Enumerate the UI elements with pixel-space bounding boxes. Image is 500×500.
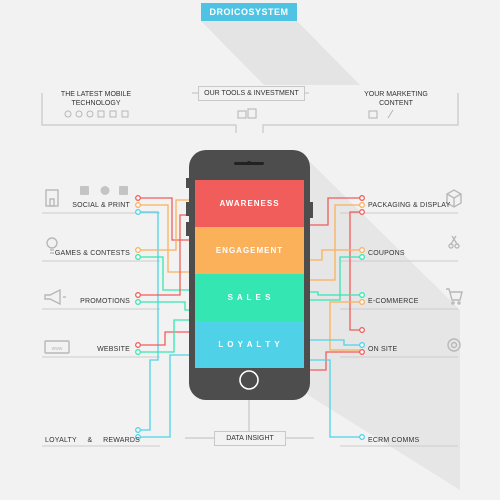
right-item-on-site: ON SITE xyxy=(368,346,398,353)
top-center-label: OUR TOOLS & INVESTMENT xyxy=(198,86,305,101)
segment-awareness: AWARENESS xyxy=(195,180,304,227)
scissors-icon xyxy=(448,235,460,249)
phone-speaker xyxy=(234,162,264,165)
title-shadow xyxy=(201,21,360,85)
cart-icon xyxy=(446,288,463,305)
social-icons xyxy=(80,186,128,195)
bulb-icon xyxy=(46,237,58,254)
box-icon xyxy=(446,189,462,208)
right-item-ecrm-comms: ECRM COMMS xyxy=(368,437,420,444)
twitter-icon xyxy=(119,186,128,195)
content-icons xyxy=(368,109,394,119)
right-connectors xyxy=(310,197,360,438)
building-icon xyxy=(45,189,59,207)
top-right-label: YOUR MARKETING CONTENT xyxy=(364,91,428,107)
left-item-loyalty-rewards: LOYALTY & REWARDS xyxy=(45,437,140,444)
tech-icons xyxy=(64,110,129,118)
facebook-icon xyxy=(80,186,89,195)
megaphone-icon xyxy=(44,288,66,306)
right-item-coupons: COUPONS xyxy=(368,250,405,257)
home-button xyxy=(239,370,259,390)
pinterest-icon xyxy=(100,186,110,195)
segment-sales: S A L E S xyxy=(195,274,304,321)
top-left-label: THE LATEST MOBILE TECHNOLOGY xyxy=(60,91,132,107)
left-item-social-print: SOCIAL & PRINT xyxy=(72,202,130,209)
left-item-games-contests: GAMES & CONTESTS xyxy=(54,250,130,257)
tools-icon xyxy=(237,108,257,119)
page-title: DROICOSYSTEM xyxy=(201,3,297,21)
svg-text:www: www xyxy=(52,346,63,352)
at-icon xyxy=(447,338,461,352)
right-item-packaging-display: PACKAGING & DISPLAY xyxy=(368,202,451,209)
left-dots xyxy=(135,195,141,440)
data-insight-label: DATA INSIGHT xyxy=(214,431,286,446)
left-dividers xyxy=(42,212,160,447)
segment-loyalty: L O Y A L T Y xyxy=(195,321,304,368)
phone-shadow xyxy=(308,160,460,490)
left-connectors xyxy=(140,197,190,438)
segment-engagement: ENGAGEMENT xyxy=(195,227,304,274)
right-dots xyxy=(359,195,365,440)
left-item-website: WEBSITE xyxy=(97,346,130,353)
left-item-promotions: PROMOTIONS xyxy=(80,298,130,305)
www-icon xyxy=(44,340,70,354)
right-item-ecommerce: E-COMMERCE xyxy=(368,298,419,305)
